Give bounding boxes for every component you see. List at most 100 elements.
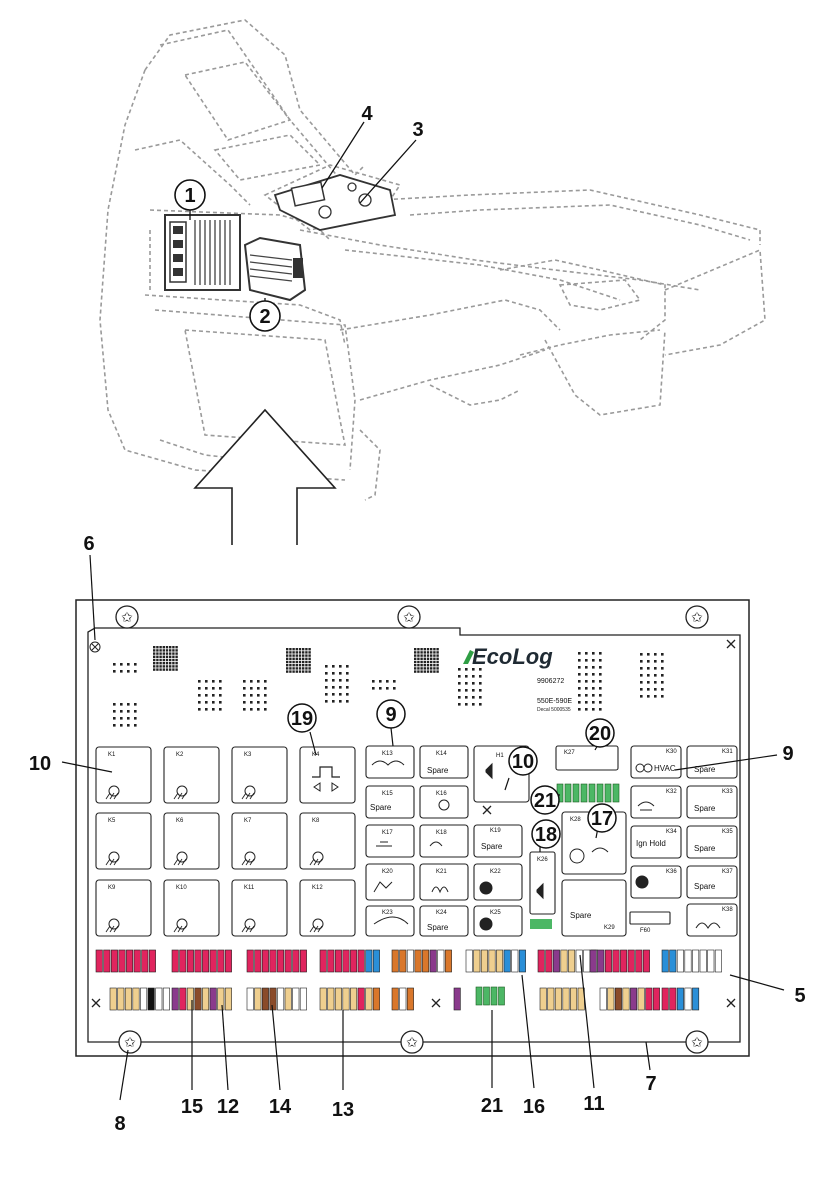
svg-text:Spare: Spare — [694, 882, 716, 891]
svg-text:K4: K4 — [312, 752, 320, 758]
svg-text:11: 11 — [583, 1093, 604, 1115]
fuse — [692, 949, 700, 973]
fuse — [511, 949, 519, 973]
relay-k7: K7 — [231, 812, 288, 870]
pin-field — [372, 680, 396, 690]
relay-symbols-middle — [371, 760, 609, 931]
fuse — [604, 949, 612, 973]
fuse — [496, 949, 504, 973]
fuse — [607, 987, 615, 1011]
svg-text:K27: K27 — [564, 750, 575, 756]
callout-3: 3 — [412, 119, 423, 141]
relay-k3: K3 — [231, 746, 288, 804]
relay-k4: K4 — [299, 746, 356, 804]
fuse — [692, 987, 700, 1011]
fuse — [179, 949, 187, 973]
svg-text:H1: H1 — [496, 753, 504, 759]
fuse — [277, 987, 285, 1011]
svg-text:K21: K21 — [436, 869, 447, 875]
fuse — [179, 987, 187, 1011]
fuse — [292, 987, 300, 1011]
fuse — [217, 949, 225, 973]
pin-field — [286, 648, 311, 673]
pin-field — [640, 653, 664, 698]
svg-text:K16: K16 — [436, 791, 447, 797]
fuse — [224, 949, 232, 973]
svg-text:K7: K7 — [244, 818, 252, 824]
fuse — [284, 949, 292, 973]
svg-text:7: 7 — [645, 1073, 656, 1095]
fuse — [357, 949, 365, 973]
fuse — [637, 987, 645, 1011]
svg-text:K6: K6 — [176, 818, 184, 824]
fuse — [209, 987, 217, 1011]
relay-k6: K6 — [163, 812, 220, 870]
svg-text:17: 17 — [591, 808, 613, 830]
svg-text:16: 16 — [523, 1096, 545, 1118]
fuse — [518, 949, 526, 973]
fuse — [327, 987, 335, 1011]
decal-number: Decal 5000535 — [537, 707, 571, 713]
fuse — [539, 987, 547, 1011]
svg-text:21: 21 — [534, 790, 556, 812]
callout-2: 2 — [249, 300, 281, 332]
svg-text:K29: K29 — [604, 925, 615, 931]
fuse — [630, 987, 638, 1011]
svg-text:F60: F60 — [640, 928, 651, 934]
fuse — [357, 987, 365, 1011]
fuse — [503, 949, 511, 973]
fuse — [707, 949, 715, 973]
svg-text:Spare: Spare — [427, 766, 449, 775]
pin-field — [578, 652, 602, 711]
fuse — [480, 949, 488, 973]
fuse — [342, 949, 350, 973]
svg-text:K20: K20 — [382, 869, 393, 875]
fuse — [126, 949, 134, 973]
svg-text:K2: K2 — [176, 752, 184, 758]
svg-text:2: 2 — [259, 306, 270, 328]
fuse — [406, 987, 414, 1011]
fuse — [365, 987, 373, 1011]
fuse — [133, 949, 141, 973]
svg-text:19: 19 — [291, 708, 313, 730]
svg-text:K15: K15 — [382, 791, 393, 797]
fuse — [560, 949, 568, 973]
fuse — [627, 949, 635, 973]
board-callouts: 19 9 10 20 21 18 17 10 6 9 5 7 8 15 12 1… — [29, 533, 806, 1135]
svg-text:K8: K8 — [312, 818, 320, 824]
fuse — [399, 987, 407, 1011]
fuse — [155, 987, 163, 1011]
fuse — [422, 949, 430, 973]
fuse — [292, 949, 300, 973]
fuse — [299, 987, 307, 1011]
svg-text:14: 14 — [269, 1096, 292, 1118]
svg-text:K26: K26 — [537, 857, 548, 863]
svg-text:K38: K38 — [722, 907, 733, 913]
svg-text:K14: K14 — [436, 751, 447, 757]
fuse — [597, 949, 605, 973]
relay-k8: K8 — [299, 812, 356, 870]
fuse — [350, 987, 358, 1011]
svg-text:✩: ✩ — [691, 1035, 703, 1051]
top-leaders — [189, 121, 417, 305]
fuse — [342, 987, 350, 1011]
fuse — [162, 987, 170, 1011]
svg-text:HVAC: HVAC — [654, 764, 676, 773]
fuse — [117, 987, 125, 1011]
fuse — [110, 949, 118, 973]
fuse — [277, 949, 285, 973]
relay-k11: K11 — [231, 879, 288, 937]
fuse — [444, 949, 452, 973]
fuse — [614, 987, 622, 1011]
fuse — [217, 987, 225, 1011]
fuse — [575, 949, 583, 973]
mini-fuse — [564, 783, 572, 803]
board-leaders — [61, 554, 785, 1101]
fuse — [372, 987, 380, 1011]
fuse — [147, 987, 155, 1011]
control-panel-3 — [273, 174, 397, 231]
fuse — [269, 949, 277, 973]
fuse — [109, 987, 117, 1011]
